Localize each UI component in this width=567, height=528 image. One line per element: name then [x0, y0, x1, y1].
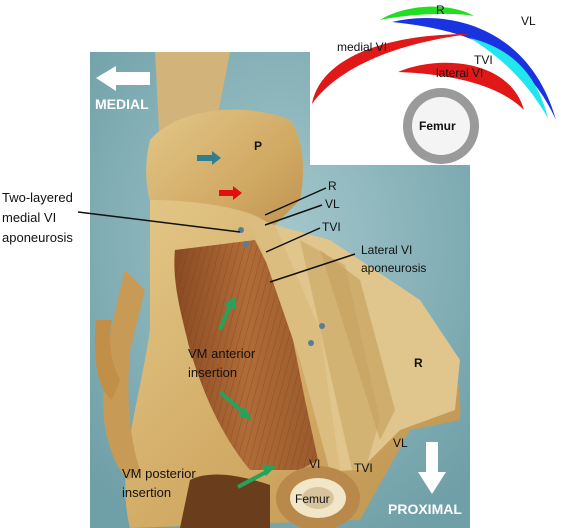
medial-vi-layer	[312, 34, 470, 104]
label-p: P	[254, 139, 262, 153]
green-arrows	[218, 296, 276, 489]
svg-text:insertion: insertion	[188, 365, 237, 380]
svg-text:VM posterior: VM posterior	[122, 466, 196, 481]
label-femur-photo: Femur	[295, 492, 330, 506]
leader-line	[265, 227, 321, 253]
cross-section-inset: R VL medial VI TVI lateral VI Femur	[310, 0, 567, 165]
direction-medial-label: MEDIAL	[95, 96, 149, 112]
green-arrowhead-icon	[238, 407, 252, 420]
leader-line	[77, 211, 241, 233]
inset-label-tvi: TVI	[474, 53, 493, 67]
label-vm-anterior-insertion: VM anterior insertion	[188, 346, 256, 380]
label-tvi-upper: TVI	[322, 220, 341, 234]
label-lateral-vi-aponeurosis: Lateral VI aponeurosis	[361, 243, 426, 275]
green-arrow-icon	[218, 302, 233, 331]
medial-arrow-icon	[96, 66, 150, 91]
svg-text:Lateral VI: Lateral VI	[361, 243, 412, 257]
label-vi-lower: VI	[309, 457, 320, 471]
direction-proximal-label: PROXIMAL	[388, 501, 462, 517]
green-arrow-icon	[218, 390, 246, 415]
label-vl-lower: VL	[393, 436, 408, 450]
green-arrowhead-icon	[224, 296, 236, 310]
red-arrow-icon	[219, 186, 242, 200]
r-layer	[380, 6, 474, 20]
svg-text:insertion: insertion	[122, 485, 171, 500]
inset-label-r: R	[436, 3, 445, 17]
green-arrowhead-icon	[262, 465, 276, 476]
leader-lines	[77, 187, 356, 283]
label-two-layered-medial-vi: Two-layered medial VI aponeurosis	[2, 190, 73, 245]
svg-text:aponeurosis: aponeurosis	[2, 230, 73, 245]
svg-text:Two-layered: Two-layered	[2, 190, 73, 205]
proximal-arrow-icon	[418, 442, 446, 494]
leader-line	[269, 253, 356, 283]
inset-label-femur: Femur	[419, 119, 456, 133]
svg-text:VM anterior: VM anterior	[188, 346, 256, 361]
label-vm-posterior-insertion: VM posterior insertion	[122, 466, 196, 500]
blue-arrow-icon	[197, 151, 221, 165]
leader-line	[264, 204, 323, 226]
inset-label-vl: VL	[521, 14, 536, 28]
label-r-lower: R	[414, 356, 423, 370]
lateral-vi-layer	[398, 62, 524, 110]
svg-text:medial VI: medial VI	[2, 210, 56, 225]
svg-text:aponeurosis: aponeurosis	[361, 261, 426, 275]
leader-line	[264, 187, 327, 216]
inset-label-medial-vi: medial VI	[337, 40, 387, 54]
femur-medulla	[412, 97, 470, 155]
label-vl-upper: VL	[325, 197, 340, 211]
label-r-upper: R	[328, 179, 337, 193]
label-tvi-lower: TVI	[354, 461, 373, 475]
green-arrow-icon	[237, 469, 269, 489]
inset-label-lateral-vi: lateral VI	[436, 66, 483, 80]
